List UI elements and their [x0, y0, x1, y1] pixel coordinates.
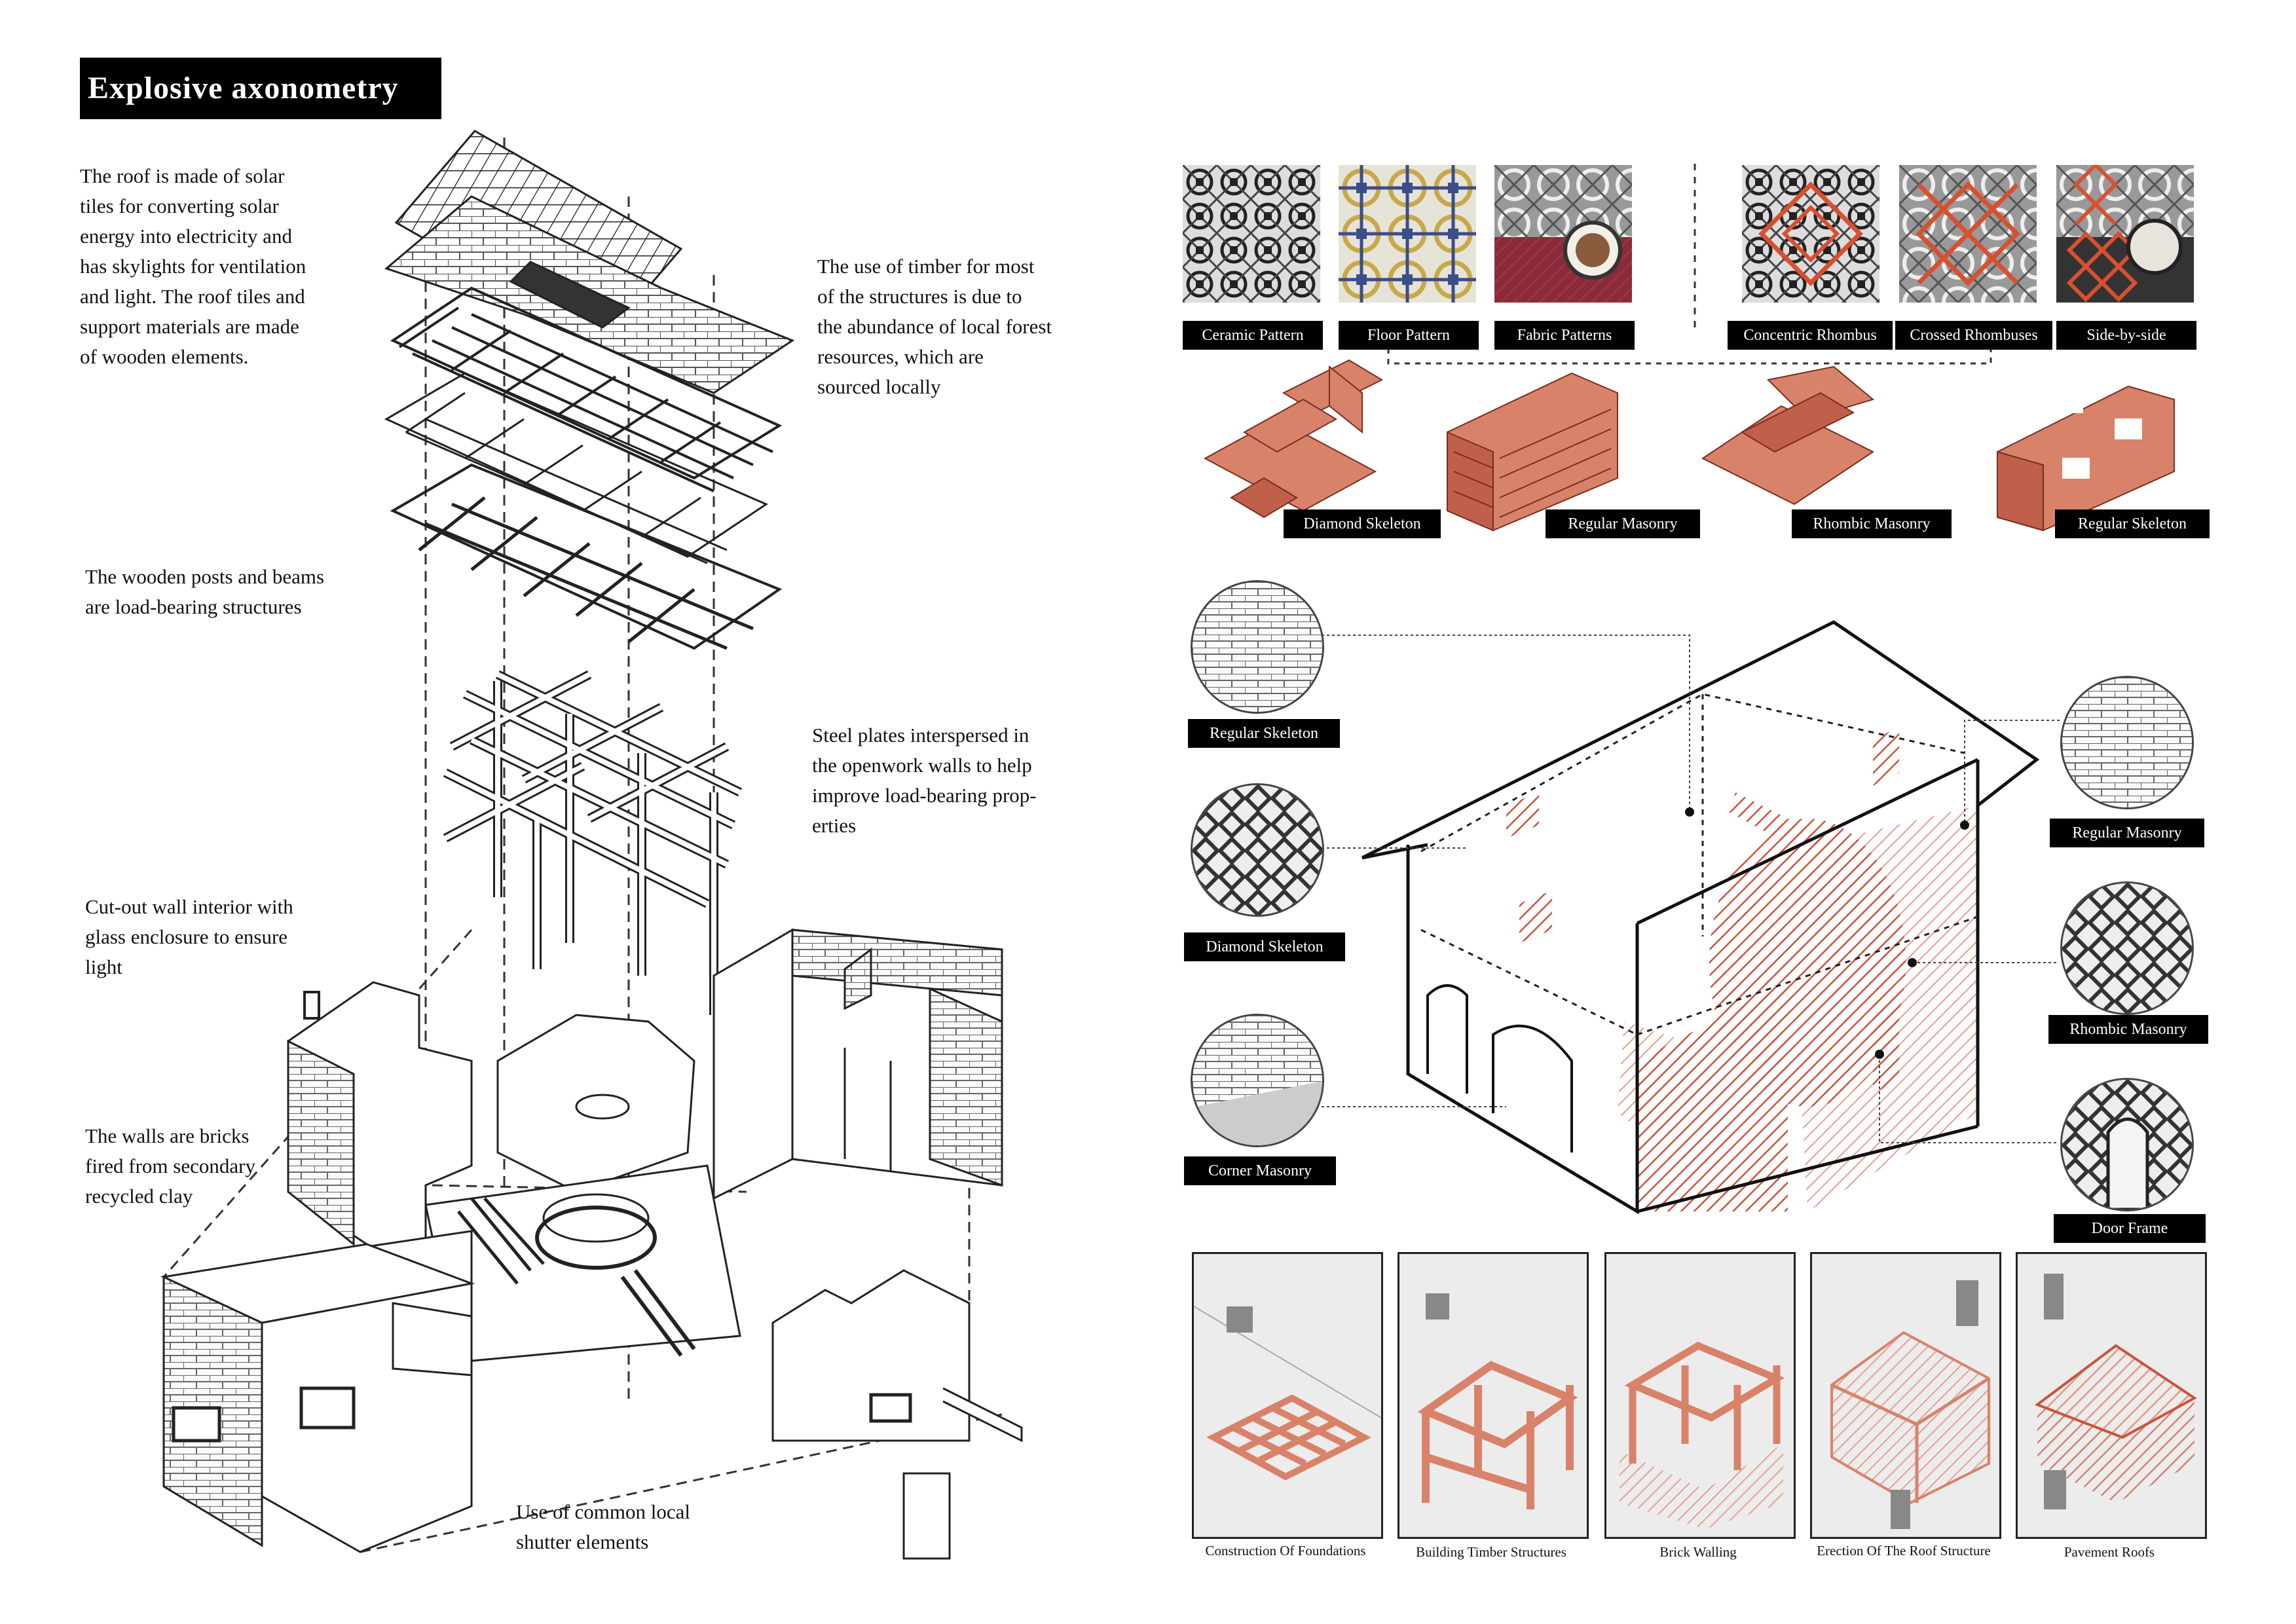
fabric-patterns-label: Fabric Patterns [1494, 321, 1635, 350]
roof-note: The roof is made of solar tiles for conv… [80, 164, 306, 368]
cutout-note: Cut-out wall interior with glass enclosu… [85, 895, 293, 978]
step-caption-2: Building Timber Structures [1416, 1544, 1566, 1560]
door-frame-detail-label: Door Frame [2054, 1214, 2206, 1243]
concentric-rhombus-swatch [1742, 165, 1879, 303]
page-title: Explosive axonometry [80, 58, 441, 119]
regular-masonry-detail [2060, 676, 2194, 809]
steel-note: Steel plates interspersed in the openwor… [812, 724, 1037, 837]
house-axonometry [1316, 620, 2060, 1215]
step-panel-foundations [1192, 1252, 1383, 1539]
door-frame-detail [2060, 1078, 2194, 1211]
floor-pattern-label: Floor Pattern [1339, 321, 1479, 350]
step-panel-timber [1398, 1252, 1589, 1539]
ceramic-pattern-label: Ceramic Pattern [1183, 321, 1323, 350]
step-panel-roof [1810, 1252, 2001, 1539]
regular-masonry-label: Regular Masonry [1546, 509, 1700, 538]
concentric-rhombus-label: Concentric Rhombus [1728, 321, 1893, 350]
shutter-note: Use of common local shutter elements [516, 1500, 691, 1553]
posts-note: The wooden posts and beams are load-bear… [85, 565, 325, 618]
step-panel-pavement [2016, 1252, 2207, 1539]
regular-skeleton-detail-label: Regular Skeleton [1188, 719, 1340, 748]
side-by-side-swatch [2056, 165, 2194, 303]
timber-note: The use of timber for most of the struct… [817, 255, 1052, 398]
step-caption-4: Erection Of The Roof Structure [1817, 1543, 1991, 1559]
step-panel-brick [1604, 1252, 1796, 1539]
crossed-rhombuses-swatch [1899, 165, 2037, 303]
rhombic-masonry-label: Rhombic Masonry [1792, 509, 1952, 538]
rhombic-masonry-detail [2060, 881, 2194, 1015]
regular-skeleton-detail [1191, 580, 1324, 714]
crossed-rhombuses-label: Crossed Rhombuses [1895, 321, 2052, 350]
floor-pattern-swatch [1339, 165, 1476, 303]
ceramic-pattern-swatch [1183, 165, 1320, 303]
corner-masonry-detail [1191, 1014, 1324, 1147]
fabric-pattern-swatch [1494, 165, 1632, 303]
diamond-skeleton-detail-label: Diamond Skeleton [1184, 932, 1345, 961]
rhombic-masonry-detail-label: Rhombic Masonry [2048, 1015, 2208, 1044]
step-caption-3: Brick Walling [1659, 1544, 1737, 1560]
step-caption-5: Pavement Roofs [2064, 1544, 2155, 1560]
diamond-skeleton-label: Diamond Skeleton [1284, 509, 1441, 538]
exploded-axonometry [160, 130, 1023, 1560]
masonry-modules [1203, 359, 2175, 532]
regular-skeleton-label: Regular Skeleton [2055, 509, 2210, 538]
side-by-side-label: Side-by-side [2056, 321, 2196, 350]
regular-masonry-detail-label: Regular Masonry [2050, 819, 2204, 847]
corner-masonry-detail-label: Corner Masonry [1184, 1156, 1336, 1185]
step-caption-1: Construction Of Foundations [1205, 1543, 1366, 1559]
diamond-skeleton-detail [1191, 783, 1324, 917]
walls-note: The walls are bricks fired from secondar… [85, 1124, 255, 1208]
